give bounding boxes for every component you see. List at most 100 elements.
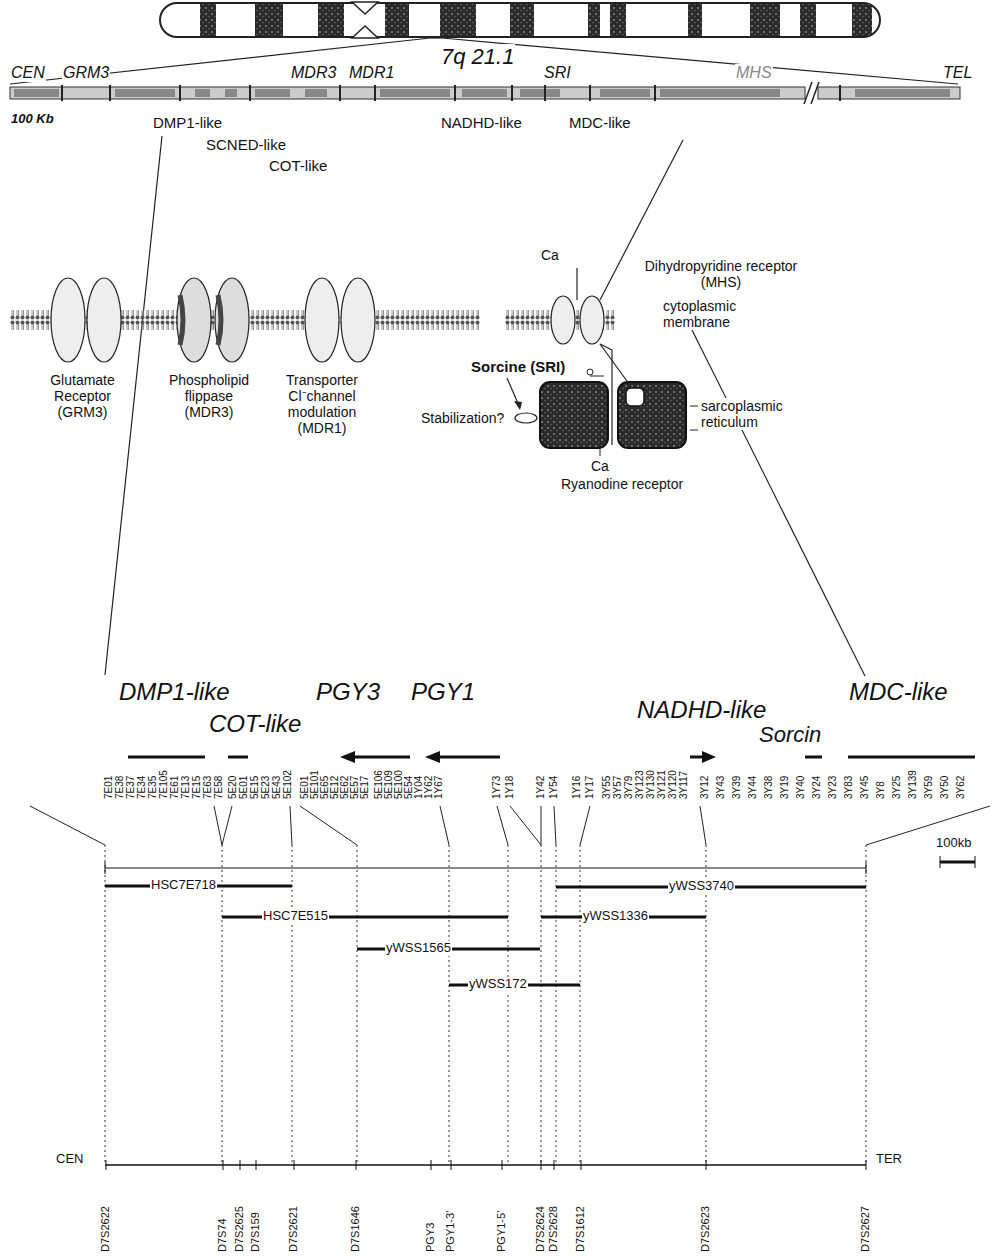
clone-label: 3Y123 [635, 768, 645, 801]
clone-label: 5E15 [250, 774, 260, 801]
protein-label: Transporter Cl⁻channel modulation (MDR1) [266, 372, 378, 436]
clone-name: HSC7E515 [262, 909, 329, 924]
protein-label: Ryanodine receptor [560, 476, 684, 492]
clone-label: 5E01 [300, 774, 310, 801]
clone-label: 5E109 [384, 768, 394, 801]
marker-tick [431, 1160, 432, 1170]
protein-label: Dihydropyridine receptor (MHS) [625, 258, 817, 290]
clone-label: 5E54 [404, 774, 414, 801]
clone-label: 7E105 [159, 768, 169, 801]
marker-name: D7S1612 [575, 1204, 586, 1254]
marker-name: PGY1-3' [445, 1209, 456, 1254]
protein-label: Sorcine (SRI) [470, 358, 566, 375]
clone-label: 3Y57 [613, 774, 623, 801]
marker-name: D7S2623 [700, 1204, 711, 1254]
gene-label: PGY1 [410, 678, 476, 706]
end-label: TER [875, 1152, 903, 1167]
gene-name: CEN [10, 64, 46, 82]
clone-label: 5E17 [360, 774, 370, 801]
marker-name: D7S2621 [288, 1204, 299, 1254]
marker-name: D7S74 [217, 1216, 228, 1254]
gene-label: COT-like [208, 710, 302, 738]
protein-label: cytoplasmic membrane [662, 298, 764, 330]
gene-label: DMP1-like [152, 114, 223, 131]
clone-label: 1Y04 [414, 774, 424, 801]
clone-label: 3Y8 [876, 779, 886, 801]
clone-label: 5E01 [239, 774, 249, 801]
clone-label: 3Y121 [657, 768, 667, 801]
clone-label: 3Y117 [679, 769, 689, 801]
clone-label: 1Y62 [424, 774, 434, 801]
clone-label: 3Y44 [748, 774, 758, 801]
clone-name: yWSS1565 [385, 941, 452, 956]
clone-label: 5E101 [310, 768, 320, 801]
clone-label: 3Y12 [700, 774, 710, 801]
gene-label: MDC-like [568, 114, 632, 131]
clone-label: 3Y40 [796, 774, 806, 801]
clone-label: 3Y45 [860, 774, 870, 801]
clone-name: yWSS3740 [668, 879, 735, 894]
clone-label: 7E37 [126, 774, 136, 801]
gene-name: MDR1 [348, 64, 395, 82]
marker-tick [256, 1160, 257, 1170]
clone-label: 5E23 [261, 774, 271, 801]
clone-label: 3Y120 [668, 768, 678, 801]
marker-name: D7S159 [250, 1210, 261, 1254]
marker-tick [706, 1160, 707, 1170]
gene-label: MDC-like [848, 678, 949, 706]
clone-label: 7E13 [181, 774, 191, 801]
gene-label: NADHD-like [440, 114, 523, 131]
marker-tick [581, 1160, 582, 1170]
clone-label: 1Y16 [572, 774, 582, 801]
clone-label: 5E43 [272, 774, 282, 801]
marker-name: PGY1-5' [496, 1209, 507, 1254]
marker-tick [106, 1160, 107, 1170]
marker-name: D7S1646 [350, 1204, 361, 1254]
clone-name: yWSS1336 [582, 909, 649, 924]
marker-name: D7S2627 [860, 1204, 871, 1254]
clone-label: 5E106 [374, 768, 384, 801]
clone-label: 3Y130 [646, 768, 656, 801]
protein-label: Ca [590, 458, 610, 474]
clone-label: 7E35 [148, 774, 158, 801]
clone-label: 5E57 [350, 774, 360, 801]
marker-tick [451, 1160, 452, 1170]
marker-name: D7S2624 [535, 1204, 546, 1254]
clone-label: 7E63 [203, 774, 213, 801]
clone-label: 3Y50 [940, 774, 950, 801]
band-title: 7q 21.1 [440, 44, 515, 69]
clone-label: 1Y42 [536, 774, 546, 801]
protein-label: Glutamate Receptor (GRM3) [34, 372, 131, 420]
marker-name: D7S2628 [548, 1204, 559, 1254]
clone-label: 1Y73 [492, 774, 502, 801]
clone-label: 3Y43 [716, 774, 726, 801]
marker-tick [554, 1160, 555, 1170]
marker-tick [541, 1160, 542, 1170]
protein-label: sarcoplasmic reticulum [700, 398, 802, 430]
clone-label: 7E58 [214, 774, 224, 801]
clone-label: 1Y18 [505, 774, 515, 801]
clone-label: 1Y17 [585, 774, 595, 801]
clone-label: 7E01 [104, 774, 114, 801]
clone-label: 3Y24 [812, 774, 822, 801]
clone-label: 5E100 [394, 768, 404, 801]
clone-label: 3Y79 [624, 774, 634, 801]
clone-label: 3Y25 [892, 774, 902, 801]
marker-tick [502, 1160, 503, 1170]
clone-label: 3Y59 [924, 774, 934, 801]
clone-label: 5E20 [228, 774, 238, 801]
clone-label: 3Y83 [844, 774, 854, 801]
clone-label: 1Y67 [434, 774, 444, 801]
clone-label: 5E65 [320, 774, 330, 801]
scale-label: 100 Kb [10, 112, 55, 127]
gene-label: COT-like [268, 157, 328, 174]
clone-label: 3Y62 [956, 774, 966, 801]
gene-label: PGY3 [315, 678, 381, 706]
marker-tick [240, 1160, 241, 1170]
protein-label: Phospholipid flippase (MDR3) [158, 372, 260, 420]
clone-label: 7E38 [115, 774, 125, 801]
gene-name: TEL [942, 64, 973, 82]
clone-label: 3Y139 [908, 768, 918, 801]
